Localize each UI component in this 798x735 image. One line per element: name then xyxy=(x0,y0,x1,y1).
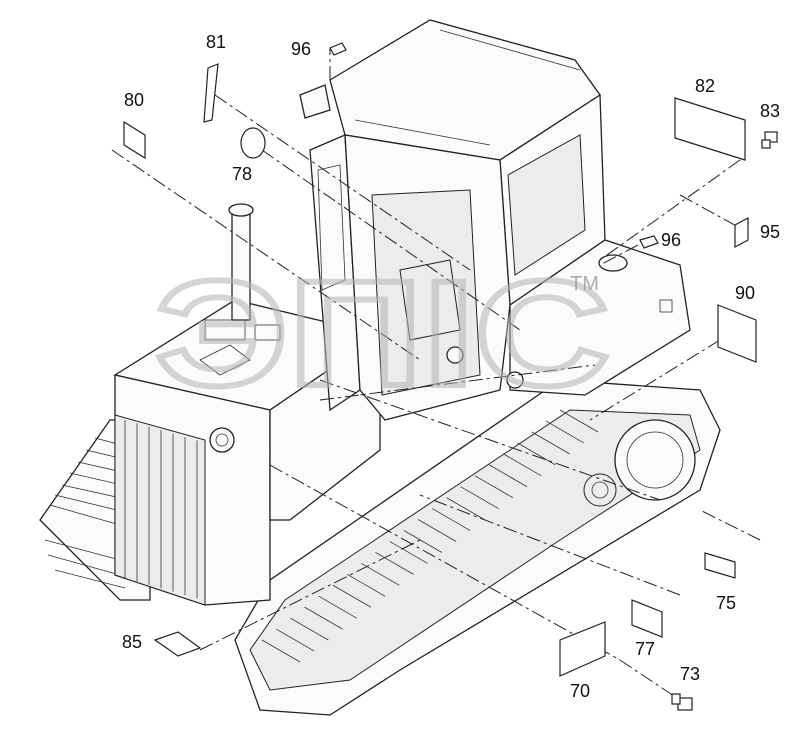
track-shoe xyxy=(531,431,570,455)
right-track xyxy=(234,379,721,716)
track-shoe xyxy=(389,541,428,564)
decals xyxy=(123,42,778,711)
decal-80 xyxy=(123,120,146,160)
watermark-text: ЭПІС xyxy=(155,249,610,417)
callout-80: 80 xyxy=(124,90,144,110)
callout-78: 78 xyxy=(232,164,252,184)
bolt-83 xyxy=(761,131,778,149)
callout-95: 95 xyxy=(760,222,780,242)
decal-78 xyxy=(240,127,266,159)
callout-81: 81 xyxy=(206,32,226,52)
decal-85 xyxy=(153,631,202,657)
callout-96-top: 96 xyxy=(291,39,311,59)
track-shoe xyxy=(290,617,329,641)
callout-96-right: 96 xyxy=(661,230,681,250)
decal-96-right xyxy=(639,235,659,249)
machine-body xyxy=(113,203,382,606)
track-shoe xyxy=(474,475,514,499)
track-shoe xyxy=(403,530,443,553)
track-shoe xyxy=(318,595,357,619)
track-shoe xyxy=(460,486,499,510)
watermark-tm: TM xyxy=(570,273,599,295)
track-shoe xyxy=(503,453,542,477)
leader-lines xyxy=(111,48,761,701)
callout-77: 77 xyxy=(635,639,655,659)
callout-82: 82 xyxy=(695,76,715,96)
callout-70: 70 xyxy=(570,681,590,701)
track-shoe xyxy=(275,628,315,652)
decal-82 xyxy=(674,97,746,161)
decal-90 xyxy=(717,304,757,363)
decal-75 xyxy=(704,552,736,579)
track-shoe xyxy=(375,552,414,575)
decal-96-top xyxy=(329,42,347,56)
decal-95 xyxy=(734,216,749,249)
track-shoe xyxy=(488,464,528,488)
callout-73: 73 xyxy=(680,664,700,684)
decal-77 xyxy=(631,599,663,638)
track-shoe xyxy=(346,573,386,597)
watermark: ЭПІС TM xyxy=(152,246,613,420)
track-shoe xyxy=(261,639,301,663)
callout-labels: 81 96 80 78 82 83 95 96 90 75 77 73 70 8… xyxy=(122,32,780,701)
cab xyxy=(299,19,691,421)
track-shoe xyxy=(545,420,585,444)
callout-90: 90 xyxy=(735,283,755,303)
track-shoe xyxy=(417,519,457,542)
callout-75: 75 xyxy=(716,593,736,613)
bolt-73 xyxy=(671,693,693,711)
track-shoe xyxy=(559,409,599,433)
track-shoe xyxy=(446,497,485,520)
callout-85: 85 xyxy=(122,632,142,652)
callout-83: 83 xyxy=(760,101,780,121)
decal-81 xyxy=(203,63,219,123)
track-shoe xyxy=(361,562,400,586)
decal-70 xyxy=(559,621,606,677)
track-shoe xyxy=(304,606,343,630)
track-shoe xyxy=(432,508,471,531)
track-shoe xyxy=(332,584,372,608)
